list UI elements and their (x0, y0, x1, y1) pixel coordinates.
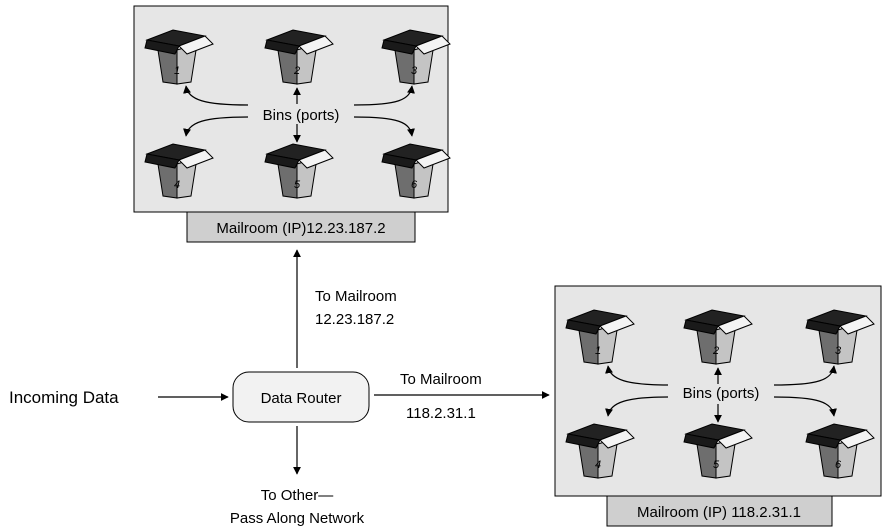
bins-label: Bins (ports) (263, 107, 340, 124)
bin-arrows (605, 365, 837, 423)
data-router-label: Data Router (261, 390, 342, 407)
mailroom-b: 1 2 3 4 5 6 Bins (ports) Mailroom (IP) 1… (554, 285, 882, 527)
data-router-node (232, 371, 370, 423)
route-right-label-line1: To Mailroom (400, 371, 482, 388)
route-right-label-line2: 118.2.31.1 (406, 405, 476, 422)
bin-number: 5 (713, 459, 720, 471)
bin-number: 6 (411, 179, 418, 191)
bin-number: 2 (712, 345, 719, 357)
route-up-label-line1: To Mailroom (315, 288, 397, 305)
route-down-label-line2: Pass Along Network (230, 510, 365, 527)
bin-number: 1 (595, 345, 601, 357)
mailroom-b-caption-box (606, 495, 833, 527)
bin-number: 4 (595, 459, 601, 471)
bin-number: 3 (411, 65, 418, 77)
bin-number: 4 (174, 179, 180, 191)
bins-label: Bins (ports) (683, 385, 760, 402)
bin-number: 5 (294, 179, 301, 191)
mailroom-b-caption: Mailroom (IP) 118.2.31.1 (637, 504, 801, 521)
mailroom-a-caption: Mailroom (IP)12.23.187.2 (216, 220, 385, 237)
route-down-label-line1: To Other— (261, 487, 334, 504)
mailroom-a: 1 2 3 4 5 6 Bins (ports) Mailroom (IP)12… (133, 5, 451, 243)
bin-number: 3 (835, 345, 842, 357)
bin-number: 2 (293, 65, 300, 77)
incoming-data-label: Incoming Data (9, 388, 119, 407)
route-up-label-line2: 12.23.187.2 (315, 311, 394, 328)
bin-arrows (183, 85, 415, 143)
bin-number: 1 (174, 65, 180, 77)
mailroom-a-caption-box (186, 211, 416, 243)
bin-number: 6 (835, 459, 842, 471)
